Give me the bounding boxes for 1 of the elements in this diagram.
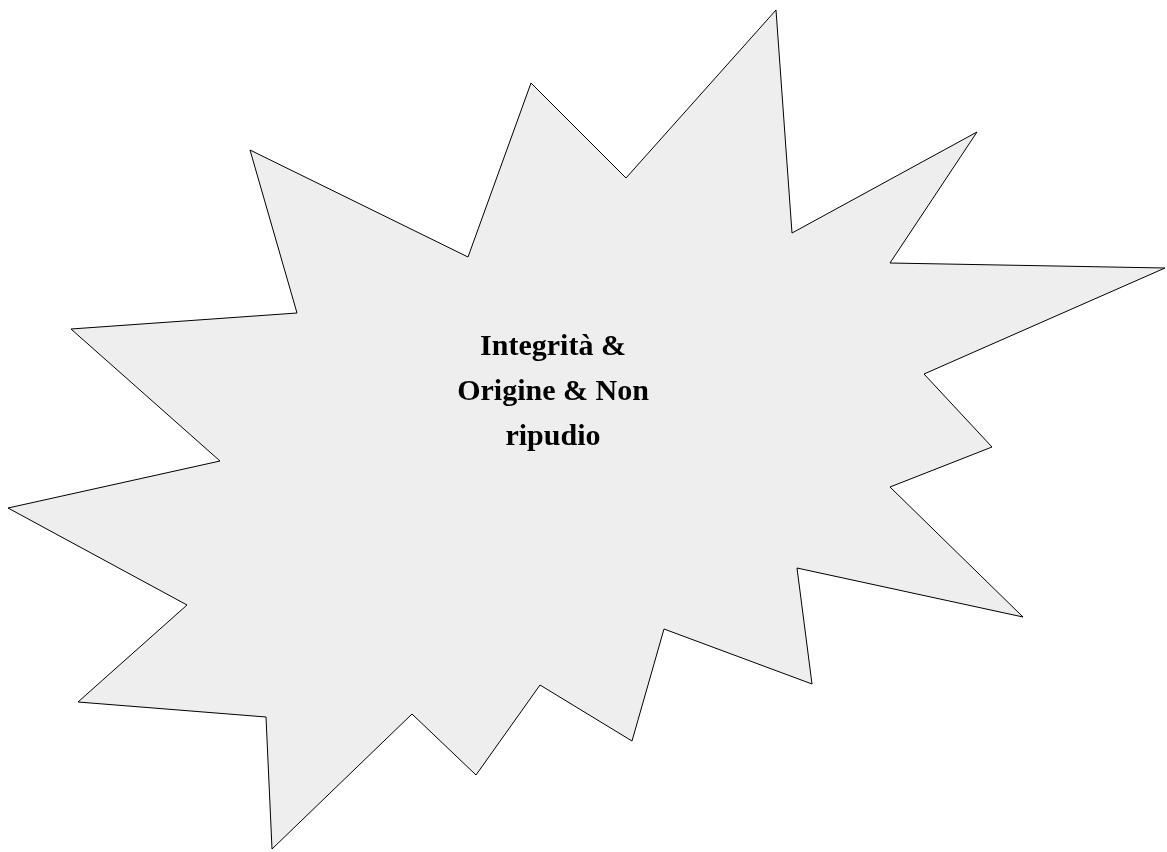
shape-label: Integrità & Origine & Non ripudio bbox=[456, 327, 650, 453]
